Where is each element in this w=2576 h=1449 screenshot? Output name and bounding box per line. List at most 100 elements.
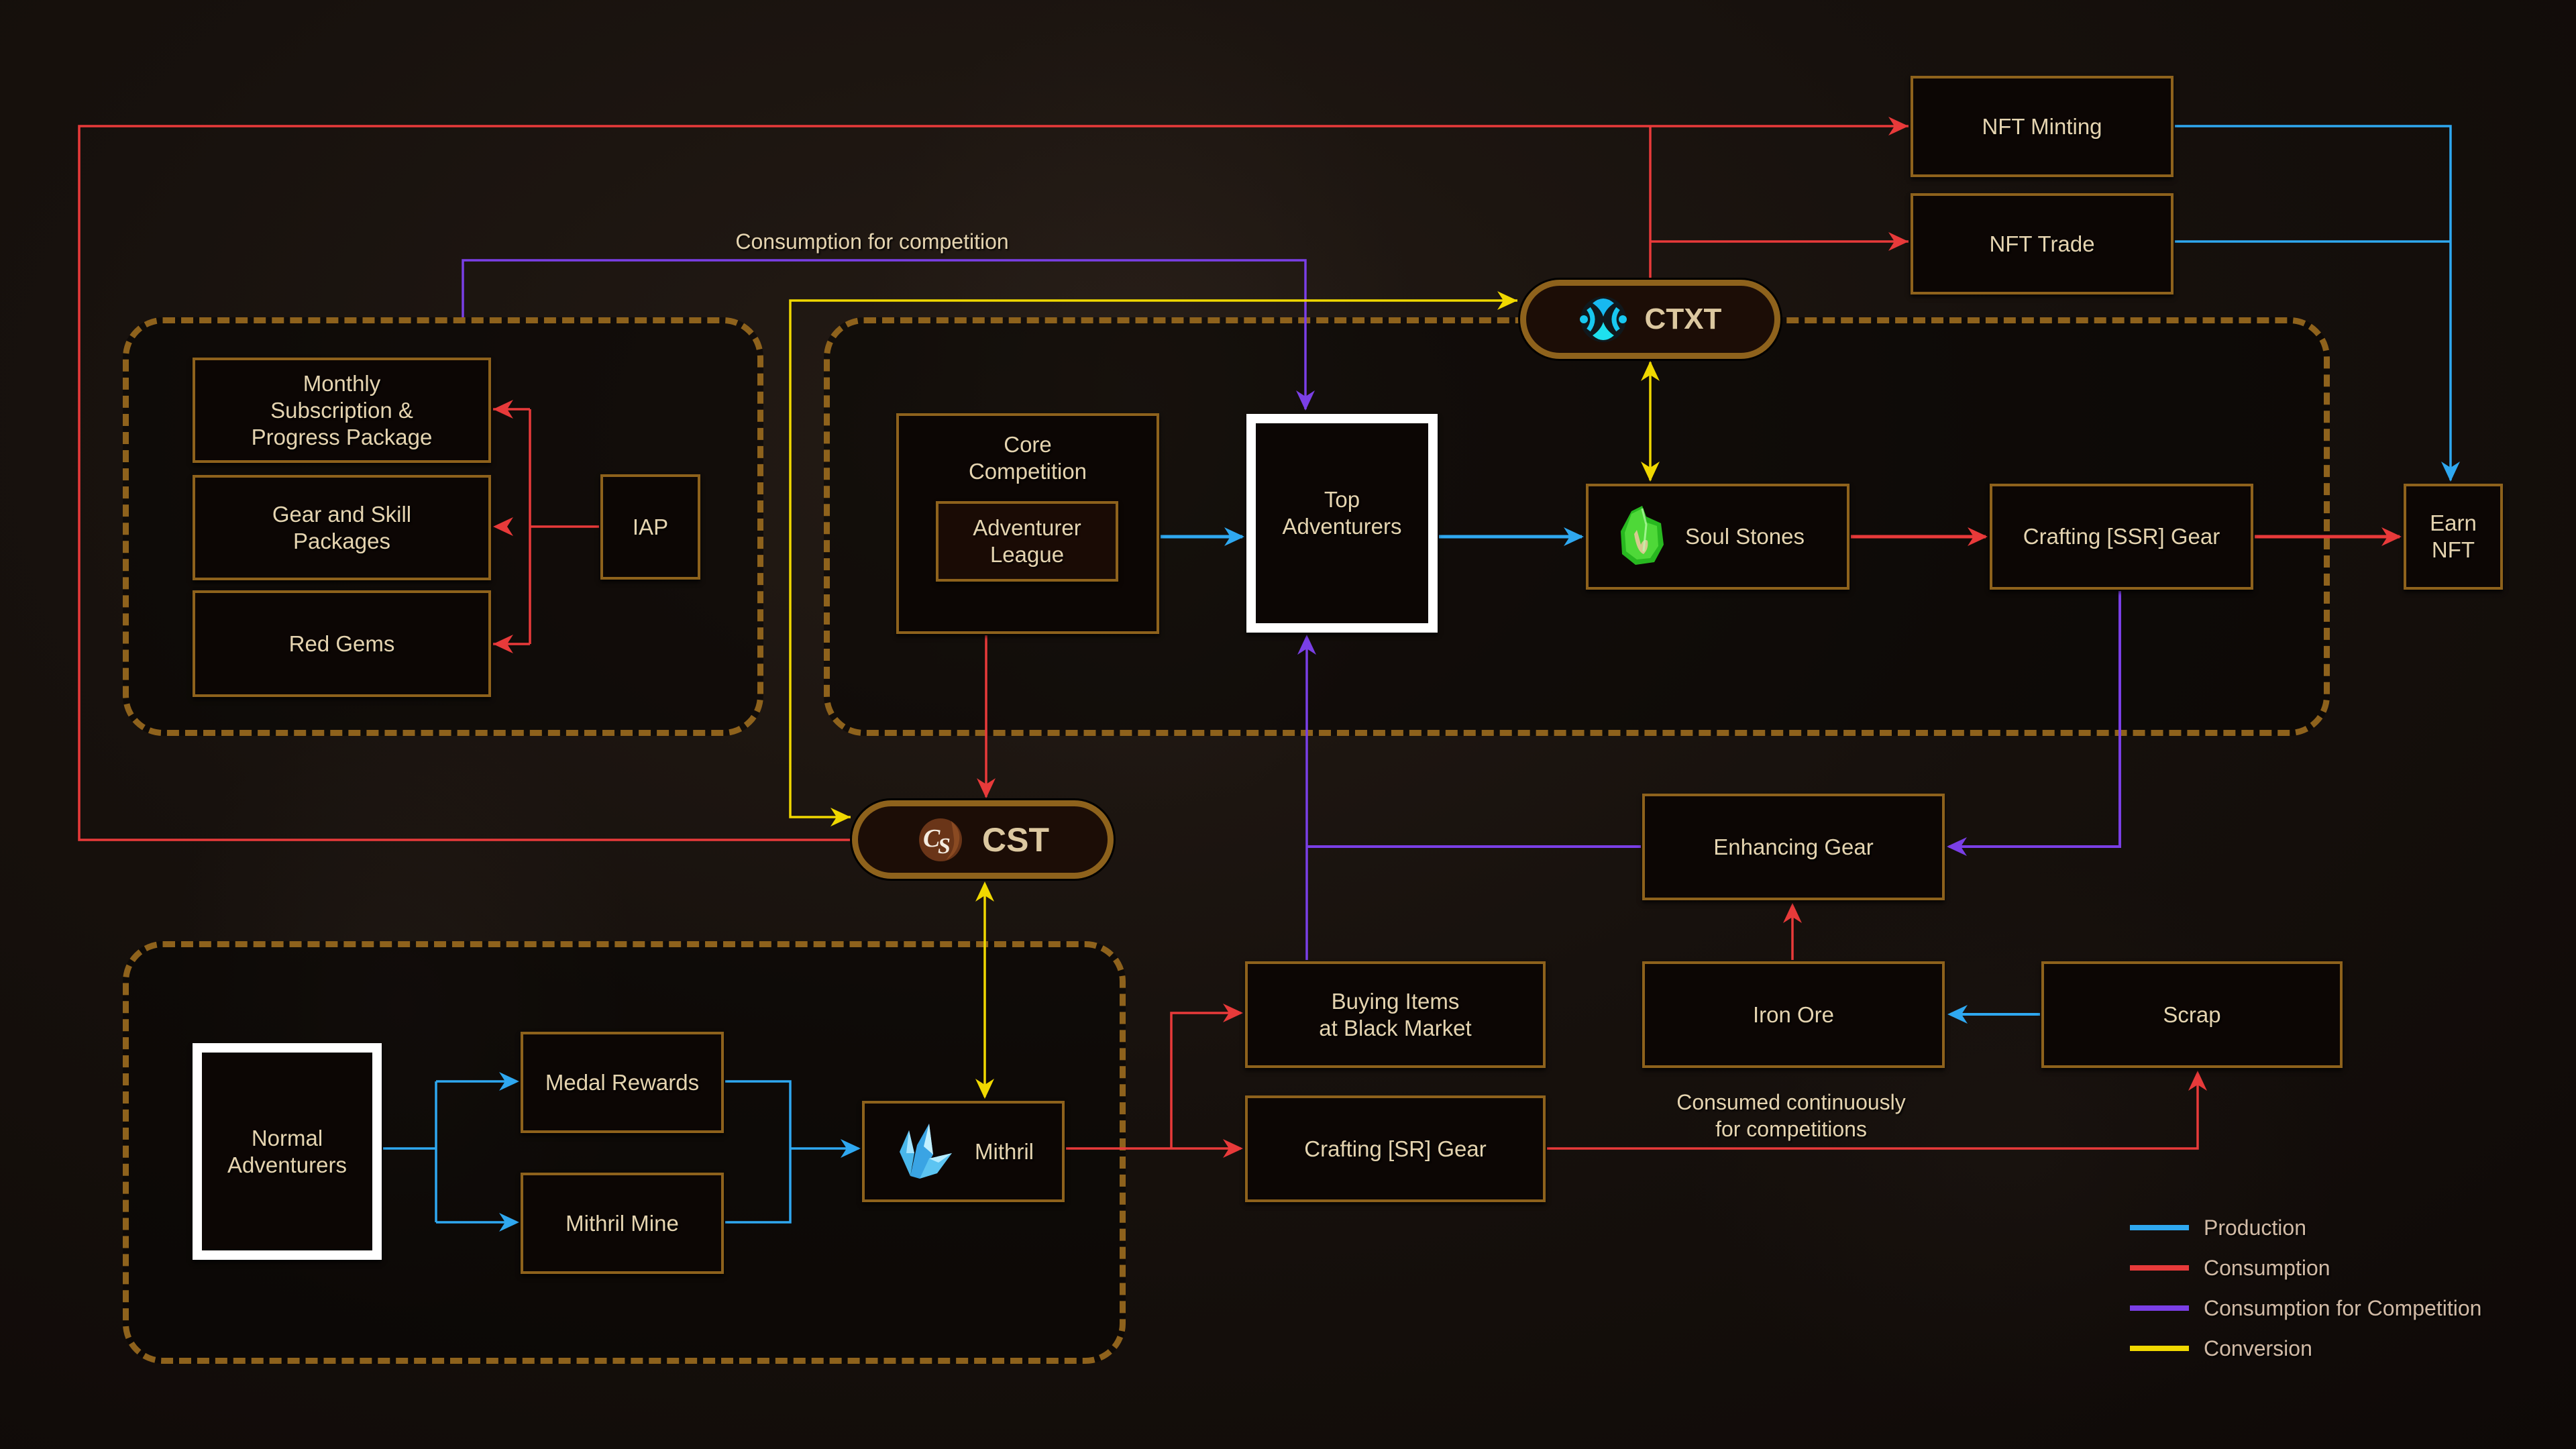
arrowhead-gear [493, 517, 513, 536]
node-label: Mithril [975, 1138, 1034, 1164]
arrowhead-enhancing-bottom [1783, 903, 1802, 923]
arrowhead-mine-left [499, 1213, 519, 1232]
node-label: Soul Stones [1685, 524, 1805, 549]
legend-item-consumption-competition: Consumption for Competition [2130, 1288, 2481, 1328]
node-top-adventurers[interactable]: Top Adventurers [1246, 414, 1438, 633]
arrowhead-enhancing-right [1947, 837, 1967, 856]
arrowhead-earn-nft-top [2441, 462, 2460, 482]
label-consumption-for-competition: Consumption for competition [735, 229, 1009, 254]
node-label: Enhancing Gear [1713, 834, 1874, 859]
edge-nft-minting-to-earn [2175, 125, 2452, 480]
node-buying-items[interactable]: Buying Items at Black Market [1245, 961, 1546, 1068]
node-label: IAP [632, 514, 669, 539]
node-label: Monthly Subscription & Progress Package [251, 370, 433, 449]
node-crafting-sr-gear[interactable]: Crafting [SR] Gear [1245, 1095, 1546, 1202]
token-label: CTXT [1644, 303, 1722, 335]
legend: Production Consumption Consumption for C… [2130, 1208, 2481, 1368]
edge-ssr-to-enhancing [1949, 591, 2121, 848]
node-mithril[interactable]: Mithril [862, 1101, 1065, 1202]
soul-stone-icon [1621, 506, 1664, 565]
node-nft-minting[interactable]: NFT Minting [1911, 76, 2174, 177]
node-label: NFT Trade [1989, 231, 2095, 256]
edge-cst-to-ctxt [789, 299, 1517, 818]
cst-token-icon: C S [919, 818, 962, 861]
edge-medal-mine-merge [725, 1080, 792, 1224]
node-label: Red Gems [288, 631, 395, 656]
svg-text:C: C [923, 824, 941, 853]
arrowhead-earn-left [2381, 527, 2402, 546]
legend-swatch [2130, 1225, 2189, 1230]
arrowhead-nft-trade [1888, 232, 1909, 251]
node-mithril-mine[interactable]: Mithril Mine [521, 1173, 724, 1274]
node-soul-stones[interactable]: Soul Stones [1586, 484, 1849, 590]
node-label: Iron Ore [1752, 1002, 1835, 1027]
arrowhead-ctxt-bottom [1641, 361, 1660, 381]
token-label: CST [982, 820, 1049, 859]
node-medal-rewards[interactable]: Medal Rewards [521, 1032, 724, 1133]
arrowhead-cst-top [977, 778, 996, 798]
arrowhead-top-adv-left [1224, 527, 1244, 546]
node-nft-trade[interactable]: NFT Trade [1911, 193, 2174, 294]
edge-sr-to-scrap [1547, 1073, 2199, 1150]
legend-label: Conversion [2204, 1336, 2312, 1360]
node-label: Normal Adventurers [227, 1125, 347, 1177]
label-consumed-continuously: Consumed continuously for competitions [1676, 1090, 1906, 1141]
node-crafting-ssr-gear[interactable]: Crafting [SSR] Gear [1990, 484, 2253, 590]
legend-label: Production [2204, 1215, 2306, 1240]
arrowhead-ctxt [1497, 291, 1517, 310]
node-label: Earn NFT [2430, 511, 2477, 562]
arrowhead-monthly [493, 400, 513, 419]
arrowhead-ssr-left [1968, 527, 1988, 546]
node-label: Crafting [SSR] Gear [2023, 524, 2220, 549]
legend-label: Consumption for Competition [2204, 1295, 2482, 1320]
arrowhead-top-adv-top [1296, 390, 1315, 411]
arrowhead-nft-minting [1888, 117, 1909, 136]
node-label: NFT Minting [1982, 113, 2102, 139]
node-gear-skill-packages[interactable]: Gear and Skill Packages [193, 475, 491, 580]
legend-swatch [2130, 1305, 2189, 1311]
node-label: Medal Rewards [545, 1069, 700, 1095]
node-label: Adventurer League [973, 515, 1081, 567]
node-adventurer-league[interactable]: Adventurer League [936, 501, 1118, 582]
legend-swatch [2130, 1265, 2189, 1271]
node-scrap[interactable]: Scrap [2041, 961, 2343, 1068]
arrowhead-iron-right [1947, 1005, 1968, 1024]
legend-item-consumption: Consumption [2130, 1248, 2481, 1288]
arrowhead-medal-left [499, 1072, 519, 1091]
node-label: Scrap [2163, 1002, 2221, 1027]
arrowhead-redgems [493, 635, 513, 653]
token-ctxt[interactable]: CTXT [1520, 280, 1780, 359]
legend-label: Consumption [2204, 1255, 2330, 1280]
node-normal-adventurers[interactable]: Normal Adventurers [193, 1043, 382, 1260]
arrowhead-sr-left [1223, 1139, 1243, 1158]
edge-cst-to-nft-minting [78, 125, 1909, 841]
node-label: Gear and Skill Packages [272, 501, 412, 553]
legend-item-conversion: Conversion [2130, 1328, 2481, 1368]
arrowhead-buying-left [1223, 1004, 1243, 1022]
arrowhead-cst-left [830, 808, 851, 826]
arrowhead-scrap-bottom [2188, 1071, 2207, 1091]
arrowhead-soulstones-left [1564, 527, 1584, 546]
node-label: Top Adventurers [1282, 487, 1402, 539]
node-label: Crafting [SR] Gear [1304, 1136, 1487, 1161]
node-label: Buying Items at Black Market [1319, 988, 1472, 1040]
node-label: Mithril Mine [566, 1210, 679, 1236]
ctxt-token-icon [1579, 297, 1627, 342]
edge-mithril-to-buying [1170, 1012, 1241, 1148]
svg-text:S: S [938, 834, 951, 859]
edge-competition-consumption [462, 259, 1307, 409]
token-cst[interactable]: C S CST [852, 800, 1114, 879]
node-red-gems[interactable]: Red Gems [193, 590, 491, 697]
arrowhead-soulstones-top [1641, 462, 1660, 482]
arrowhead-top-adv-bottom [1297, 635, 1316, 655]
node-enhancing-gear[interactable]: Enhancing Gear [1642, 794, 1945, 900]
node-monthly-subscription[interactable]: Monthly Subscription & Progress Package [193, 358, 491, 463]
node-label: Core Competition [968, 432, 1087, 484]
node-earn-nft[interactable]: Earn NFT [2404, 484, 2503, 590]
node-iron-ore[interactable]: Iron Ore [1642, 961, 1945, 1068]
node-iap[interactable]: IAP [600, 474, 700, 580]
arrowhead-cst-bottom [975, 881, 994, 902]
arrowhead-mithril-left [841, 1139, 861, 1158]
legend-item-production: Production [2130, 1208, 2481, 1248]
